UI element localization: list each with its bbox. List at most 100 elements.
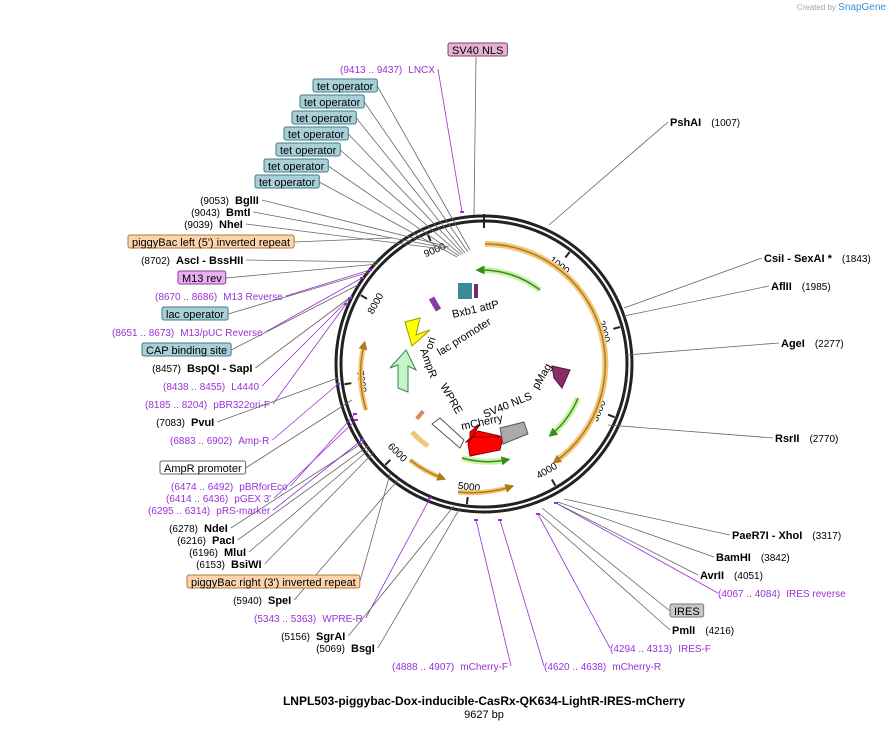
callout-amp-r: (6883 .. 6902) Amp-R [170, 436, 269, 447]
callout-line [475, 519, 512, 667]
mlui-position: (6196) [189, 548, 218, 559]
lac-operator-label: lac operator [166, 309, 224, 321]
callout-bsiwi: (6153)BsiWI [196, 559, 261, 571]
mlui-enzyme: MluI [224, 547, 246, 559]
lncx-primer: LNCX [408, 65, 435, 76]
callout-line [255, 295, 353, 369]
callout-line [253, 211, 447, 249]
cap-binding-site-label: CAP binding site [146, 345, 227, 357]
primer-site-mark [460, 211, 464, 213]
mcherry-f-primer: mCherry-F [460, 662, 508, 673]
ires-reverse-range: (4067 .. 4084) [718, 589, 780, 600]
callout-line [237, 445, 369, 541]
callout-tet-operator: tet operator [254, 174, 320, 189]
callout-pmli: PmlI(4216) [672, 625, 734, 637]
pbrforeco-range: (6474 .. 6492) [171, 482, 233, 493]
callout-mlui: (6196) MluI [189, 547, 246, 559]
callout-line [623, 285, 770, 317]
callout-bsgi: (5069)BsgI [316, 643, 375, 655]
tet-operator-label: tet operator [259, 177, 316, 189]
ires-f-primer: IRES-F [678, 644, 711, 655]
callout-line [376, 85, 471, 251]
callout-pvui: (7083)PvuI [156, 417, 214, 429]
bspqi-sapi-position: (8457) [152, 364, 181, 375]
bsgi-position: (5069) [316, 644, 345, 655]
wpre-feature [431, 417, 465, 449]
callout-line [273, 419, 357, 499]
callout-sv40-nls: SV40 NLS [447, 42, 508, 57]
tet-operator-label: tet operator [296, 113, 353, 125]
callout-line [285, 269, 371, 297]
pgex-3-primer: pGEX 3' [234, 494, 271, 505]
spei-position: (5940) [233, 596, 262, 607]
mcherry-r-range: (4620 .. 4638) [544, 662, 606, 673]
bxb1-attp-feature [458, 283, 472, 299]
wpre-r-primer: WPRE-R [322, 614, 363, 625]
callout-ampr-promoter: AmpR promoter [159, 460, 247, 475]
plasmid-backbone [334, 214, 634, 514]
callout-paci: (6216)PacI [177, 535, 235, 547]
rsrii-enzyme: RsrII [775, 433, 799, 445]
rsrii-position: (2770) [809, 434, 838, 445]
callout-tet-operator: tet operator [312, 78, 378, 93]
primer-site-mark [336, 383, 340, 385]
bxb1-attp-label: Bxb1 attP [451, 298, 500, 320]
callout-tet-operator: tet operator [263, 158, 329, 173]
callout-line [261, 199, 450, 248]
callout-m13-rev: M13 rev [177, 270, 227, 285]
callout-lines [217, 56, 780, 667]
paci-position: (6216) [177, 536, 206, 547]
callout-line [272, 303, 347, 405]
bmti-position: (9043) [191, 208, 220, 219]
primer-site-mark [498, 519, 502, 521]
callout-rsrii: RsrII (2770) [775, 433, 838, 445]
pshai-enzyme: PshAI [670, 117, 701, 129]
callout-line [607, 424, 774, 439]
callout-pbrforeco: (6474 .. 6492) pBRforEco [171, 482, 288, 493]
prs-marker-primer: pRS-marker [216, 506, 271, 517]
callout-line [377, 507, 461, 649]
snapgene-watermark: Created by SnapGene [797, 2, 886, 13]
asci-bsshii-position: (8702) [141, 256, 170, 267]
bsiwi-position: (6153) [196, 560, 225, 571]
amp-r-range: (6883 .. 6902) [170, 436, 232, 447]
callout-line [265, 277, 363, 333]
sv40-nls-feature [499, 421, 529, 445]
paer7i-xhoi-enzyme: PaeR7I - XhoI [732, 530, 802, 542]
inner-green-arcs [461, 265, 581, 466]
inner-labels: Bxb1 attP lac promoter ori AmpR WPRE SV4… [417, 298, 554, 432]
primer-site-mark [368, 269, 372, 271]
callout-ires: IRES [669, 603, 705, 618]
prs-marker-range: (6295 .. 6314) [148, 506, 210, 517]
ampr-feature [389, 349, 418, 393]
m13-puc-reverse-range: (8651 .. 8673) [112, 328, 174, 339]
callout-line [537, 513, 611, 649]
callout-line [230, 284, 359, 351]
ndei-position: (6278) [169, 524, 198, 535]
callout-line [359, 473, 391, 583]
avrii-position: (4051) [734, 571, 763, 582]
callout-line [555, 502, 699, 576]
inner-features [389, 283, 571, 457]
callout-line [245, 223, 444, 250]
callout-m13-puc-reverse: (8651 .. 8673)M13/pUC Reverse [112, 328, 263, 339]
tick-label-8000: 8000 [366, 291, 387, 316]
asci-bsshii-enzyme: AscI - BssHII [176, 255, 243, 267]
pbrforeco-primer: pBRforEco [239, 482, 288, 493]
callout-tet-operator: tet operator [291, 110, 357, 125]
callout-line [625, 342, 780, 356]
pvui-position: (7083) [156, 418, 185, 429]
callout-tet-operator: tet operator [299, 94, 365, 109]
amp-r-primer: Amp-R [238, 436, 269, 447]
mcherry-r-primer: mCherry-R [612, 662, 661, 673]
callout-line [348, 505, 455, 637]
primer-site-mark [353, 413, 357, 415]
primer-site-mark [474, 519, 478, 521]
callout-line [246, 259, 381, 263]
callout-asci-bsshii: (8702) AscI - BssHII [141, 255, 243, 267]
callout-tet-operator: tet operator [283, 126, 349, 141]
bspqi-sapi-enzyme: BspQI - SapI [187, 363, 252, 375]
callout-line [623, 257, 763, 309]
